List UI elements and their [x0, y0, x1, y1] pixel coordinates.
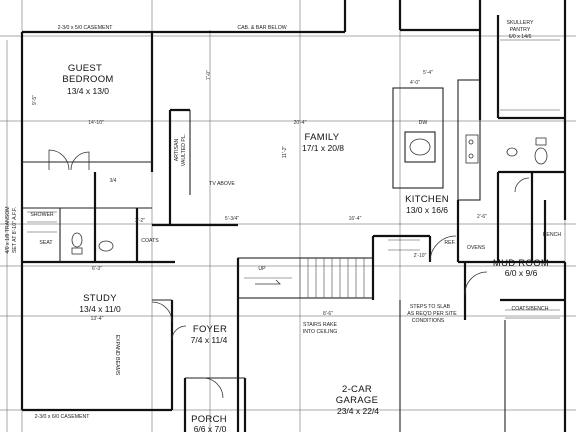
porch-size: 6/6 x 7/0	[194, 424, 227, 432]
note-steps-slab-2: AS REQ'D PER SITE	[407, 311, 457, 317]
garage-size: 23/4 x 22/4	[337, 406, 379, 416]
note-seat: SEAT	[39, 240, 53, 246]
note-up: UP	[258, 266, 266, 272]
note-dim-top: 2-3/0 x 5/0 CASEMENT	[58, 25, 114, 31]
study-size: 13/4 x 11/0	[79, 304, 121, 314]
foyer-name: FOYER	[193, 324, 227, 335]
note-ref: REF.	[444, 240, 455, 246]
fixtures	[27, 134, 548, 255]
family-name: FAMILY	[305, 132, 340, 143]
dim-6: 9'-5"	[32, 95, 38, 105]
note-dw: DW	[419, 120, 428, 126]
study-name: STUDY	[83, 293, 117, 304]
door-swings	[48, 149, 530, 399]
dim-11: 4'-0"	[410, 80, 420, 86]
note-linen: COATS	[141, 238, 159, 244]
cabinet-hatch	[388, 39, 560, 319]
dim-2: 20'-4"	[294, 120, 307, 126]
note-cab-below: CAB. & BAR BELOW	[237, 25, 286, 31]
dim-13: 13'-4"	[91, 316, 104, 322]
kitchen-size: 13/0 x 16/6	[406, 205, 448, 215]
porch-name: PORCH	[191, 414, 227, 425]
guest-bedroom-name-1: GUEST	[68, 63, 102, 74]
dim-12: 6'-3"	[92, 266, 102, 272]
stair-treads	[244, 258, 365, 298]
note-ovens: OVENS	[467, 245, 486, 251]
scullery-name-2: PANTRY	[510, 27, 531, 33]
foyer-size: 7/4 x 11/4	[191, 335, 228, 345]
guest-bedroom-size: 13/4 x 13/0	[67, 86, 109, 96]
dim-9: 2'-6"	[477, 214, 487, 220]
dimension-labels: 14'-10" 20'-4" 5'-3/4" 16'-4" 11'-2" 9'-…	[32, 70, 487, 322]
dim-5: 11'-2"	[282, 146, 288, 159]
guest-bedroom-name-2: BEDROOM	[62, 74, 113, 85]
note-expand-beams: EXPAND BEAMS	[114, 335, 120, 376]
note-casement: 2-3/0 x 6/0 CASEMENT	[35, 414, 91, 420]
garage-name-1: 2-CAR	[342, 384, 372, 395]
note-vaulted: VAULTED PL.	[181, 134, 187, 166]
plan-notes: CAB. & BAR BELOW TV ABOVE STAIRS RAKE IN…	[5, 25, 561, 420]
note-stairs-rake-2: INTO CEILING	[303, 329, 338, 335]
note-shower: SHOWER	[30, 212, 54, 218]
note-bench: BENCH	[543, 232, 561, 238]
dim-14: 2'-10"	[414, 253, 427, 259]
dim-16: 3/4	[110, 178, 117, 184]
scullery-name-1: SKULLERY	[506, 20, 534, 26]
dim-10: 5'-4"	[423, 70, 433, 76]
note-coat-rack: COATS/BENCH	[511, 306, 548, 312]
note-steps-slab-1: STEPS TO SLAB	[410, 304, 451, 310]
dim-1: 14'-10"	[88, 120, 104, 126]
note-transom-1: 4/0 x 1/8 TRANSOM	[5, 206, 11, 253]
dim-7: 7'-0"	[206, 70, 212, 80]
scullery-size: 6/0 x 14/6	[509, 34, 532, 40]
note-artisan: ARTISAN	[174, 139, 180, 162]
dim-15: 8'-6"	[323, 311, 333, 317]
kitchen-name: KITCHEN	[405, 194, 449, 205]
dim-4: 16'-4"	[349, 216, 362, 222]
note-transom-2: SET AT 8'-10" A.F.F.	[12, 207, 18, 253]
note-tv-above: TV ABOVE	[209, 181, 235, 187]
mud-room-size: 6/0 x 9/6	[505, 268, 538, 278]
family-size: 17/1 x 20/8	[302, 143, 344, 153]
dim-3: 5'-3/4"	[225, 216, 239, 222]
garage-name-2: GARAGE	[336, 395, 378, 406]
room-labels: GUEST BEDROOM 13/4 x 13/0 FAMILY 17/1 x …	[62, 20, 549, 432]
note-stairs-rake-1: STAIRS RAKE	[303, 322, 337, 328]
walls	[20, 0, 567, 432]
note-steps-slab-3: CONDITIONS	[412, 318, 445, 324]
mud-room-name: MUD ROOM	[493, 258, 549, 269]
dim-8: 3'-2"	[135, 218, 145, 224]
